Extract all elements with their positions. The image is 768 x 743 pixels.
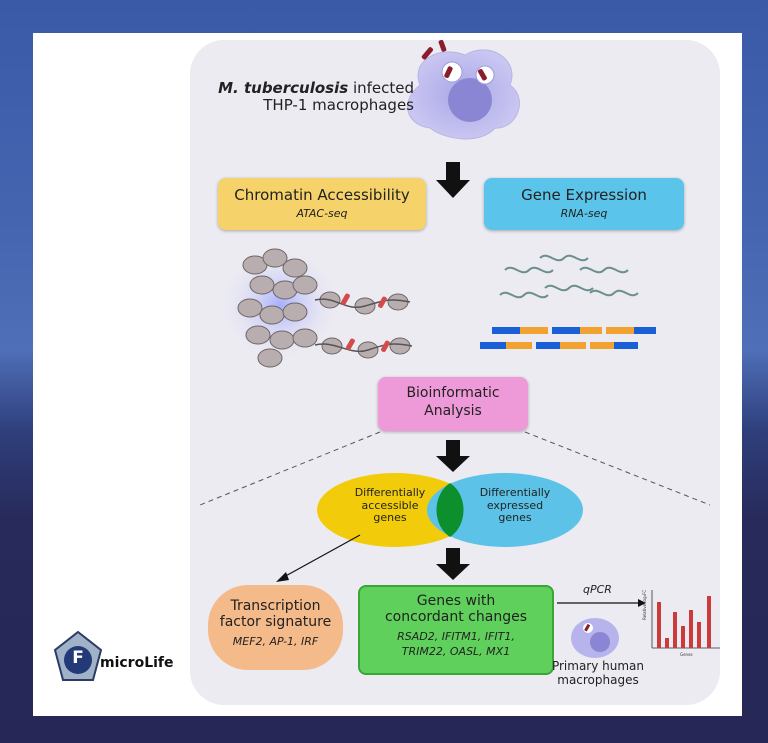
- venn-left-line3: genes: [373, 511, 407, 525]
- logo-name: microLife: [100, 655, 174, 671]
- venn-left-line2: accessible: [361, 498, 419, 512]
- mini-chart-ylabel: Relative log₂FC: [642, 590, 647, 620]
- down-arrow-icon: [436, 548, 470, 580]
- qpcr-label: qPCR: [583, 583, 612, 596]
- zoom-lines: [199, 431, 711, 506]
- tf-title-line2: factor signature: [219, 614, 332, 630]
- concordant-genes-line2: TRIM22, OASL, MX1: [401, 645, 511, 658]
- concordant-title-line1: Genes with: [416, 593, 496, 609]
- tf-genes: MEF2, AP-1, IRF: [232, 635, 319, 648]
- bioinformatics-line1: Bioinformatic: [406, 385, 500, 401]
- organism-suffix: infected: [352, 79, 414, 97]
- rna-title: Gene Expression: [521, 186, 647, 204]
- venn-right-line1: Differentially: [479, 486, 551, 499]
- cell-line: THP-1 macrophages: [263, 96, 414, 115]
- mini-bar-chart-icon: Relative log₂FC Genes: [642, 590, 720, 657]
- down-arrow-icon: [436, 440, 470, 472]
- concordant-genes-box: Genes with concordant changes RSAD2, IFI…: [358, 585, 554, 675]
- venn-left-label: Differentially accessible genes: [340, 486, 440, 525]
- organism-name: M. tuberculosis: [218, 79, 349, 97]
- rna-box: Gene Expression RNA-seq: [484, 178, 684, 230]
- mini-chart-xlabel: Genes: [680, 652, 693, 657]
- chromatin-illustration-icon: [218, 247, 413, 368]
- tf-signature-box: Transcription factor signature MEF2, AP-…: [208, 585, 343, 670]
- concordant-genes-line1: RSAD2, IFITM1, IFIT1,: [397, 630, 515, 643]
- infected-cell-label: M. tuberculosis infected THP-1 macrophag…: [214, 79, 414, 115]
- venn-right-label: Differentially expressed genes: [465, 486, 565, 525]
- primary-cells-line1: Primary human: [551, 659, 645, 673]
- concordant-title-line2: concordant changes: [384, 609, 527, 625]
- sequencing-reads-icon: [480, 327, 656, 349]
- qpcr-arrow-icon: [557, 599, 646, 607]
- atac-box: Chromatin Accessibility ATAC-seq: [218, 178, 426, 230]
- venn-diagram: [317, 473, 583, 547]
- primary-macrophage-icon: [571, 618, 619, 658]
- arrow-to-tf-icon: [276, 534, 361, 582]
- venn-left-line1: Differentially: [354, 486, 426, 499]
- primary-cells-line2: macrophages: [557, 672, 639, 687]
- down-arrow-icon: [436, 162, 470, 198]
- atac-title: Chromatin Accessibility: [234, 186, 410, 204]
- bioinformatics-box: Bioinformatic Analysis: [378, 377, 528, 431]
- rna-subtitle: RNA-seq: [560, 207, 608, 220]
- rna-strands-icon: [499, 254, 639, 299]
- infected-macrophage-icon: [407, 39, 520, 140]
- primary-macrophages-label: Primary human macrophages: [548, 659, 648, 688]
- atac-subtitle: ATAC-seq: [296, 207, 348, 220]
- venn-right-line3: genes: [498, 511, 532, 525]
- bioinformatics-line2: Analysis: [424, 403, 482, 419]
- tf-title-line1: Transcription: [230, 598, 321, 614]
- venn-right-line2: expressed: [486, 498, 544, 512]
- logo-letter: F: [72, 648, 84, 668]
- microlife-logo-icon: [53, 630, 103, 681]
